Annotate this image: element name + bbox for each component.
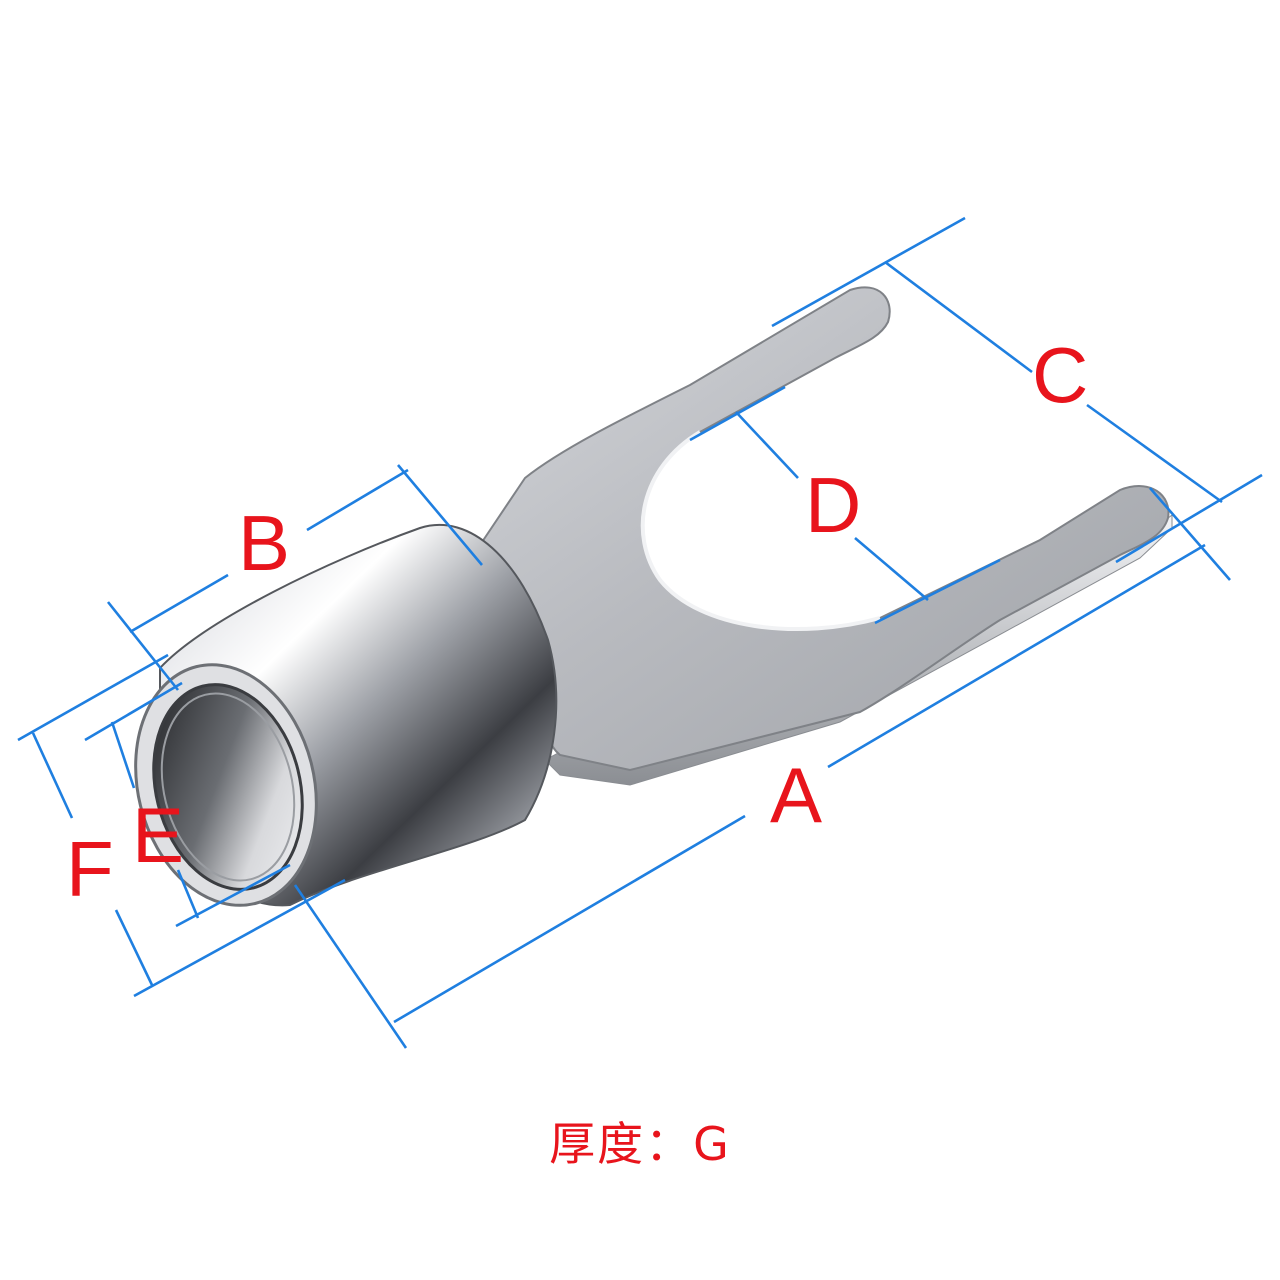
dim-a-ext-right [1149,487,1231,581]
dim-b-ext-left [106,601,180,691]
dim-e-ext-top [84,681,183,742]
dim-d-line-upper [735,411,799,479]
dim-d-line-lower [854,537,929,601]
dim-a-ext-left [293,884,408,1049]
dim-e-line-upper [110,721,136,789]
dim-c-ext-bottom [1115,473,1263,564]
dim-a-line-upper [827,543,1206,769]
dim-f-ext-bottom [133,878,346,998]
dim-c-line-upper [884,260,1033,374]
barrel-bore [152,683,304,891]
dim-label-a: A [770,751,822,839]
dim-c-ext-top [771,216,966,328]
dim-b-line-left [129,573,229,634]
dimension-labels: A B C D E F [66,331,1088,913]
dim-b-ext-right [397,464,483,566]
dim-label-c: C [1032,331,1088,419]
dimension-lines [17,216,1263,1049]
dim-label-b: B [238,499,290,587]
dim-e-ext-bottom [175,863,291,928]
spade-terminal [134,286,1173,907]
dim-b-line-right [306,468,409,532]
dim-label-d: D [805,461,861,549]
thickness-caption: 厚度：G [549,1117,731,1171]
dim-label-f: F [66,825,114,913]
fork-inner-rim [640,430,881,632]
dim-c-line-lower [1086,403,1223,504]
dim-d-ext-bottom [874,558,1001,625]
dim-d-ext-top [689,385,786,442]
dim-label-e: E [132,791,184,879]
dim-f-line-upper [31,732,74,819]
dim-e-line-lower [176,869,200,919]
barrel-bore-ridge [160,692,296,882]
dim-f-line-lower [114,909,154,986]
dim-a-line-lower [393,814,746,1024]
dim-f-ext-top [17,653,169,742]
